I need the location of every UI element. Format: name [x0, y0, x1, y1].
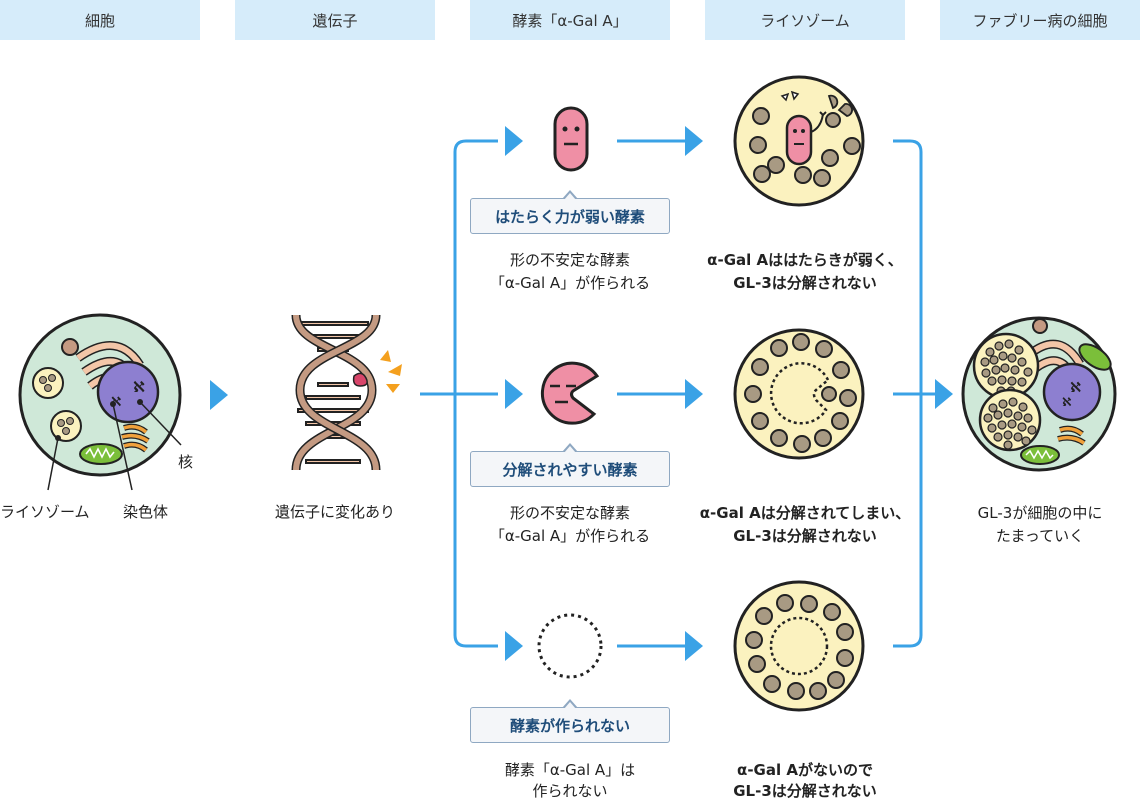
- enzyme-caption-row3-line1: 酵素「α-Gal A」は: [504, 761, 636, 779]
- dna-helix-icon: [291, 314, 402, 471]
- badge-no-enzyme: 酵素が作られない: [470, 699, 670, 743]
- enzyme-caption-row2-line2: 「α-Gal A」が作られる: [489, 527, 651, 545]
- lysosome-caption-row3-line1: α-Gal Aがないので: [737, 761, 873, 779]
- label-lysosome: ライソゾーム: [0, 503, 90, 521]
- enzyme-weak-icon: [553, 106, 589, 172]
- svg-text:ℵ: ℵ: [1062, 395, 1072, 409]
- label-nucleus: 核: [178, 453, 194, 471]
- svg-text:ℵ: ℵ: [111, 395, 121, 410]
- result-caption-line1: GL-3が細胞の中に: [977, 504, 1103, 522]
- header-fabry-cell: ファブリー病の細胞: [940, 0, 1140, 40]
- result-caption-line2: たまっていく: [995, 527, 1085, 545]
- svg-text:ℵ: ℵ: [133, 378, 145, 396]
- normal-cell-icon: ℵ ℵ: [18, 313, 182, 491]
- enzyme-caption-row1-line1: 形の不安定な酵素: [509, 251, 630, 269]
- lysosome-absent-icon: [733, 580, 865, 712]
- gene-caption: 遺伝子に変化あり: [274, 503, 395, 521]
- branch-connectors: [420, 139, 498, 648]
- enzyme-unstable-icon: [540, 361, 600, 425]
- lysosome-caption-row2-line2: GL-3は分解されない: [733, 527, 877, 545]
- enzyme-caption-row1-line2: 「α-Gal A」が作られる: [489, 274, 651, 292]
- header-gene: 遺伝子: [235, 0, 435, 40]
- arrow-cell-to-gene: [210, 380, 228, 410]
- lysosome-caption-row3-line2: GL-3は分解されない: [733, 782, 877, 800]
- lysosome-caption-row2-line1: α-Gal Aは分解されてしまい、: [699, 504, 911, 522]
- svg-text:ℵ: ℵ: [1070, 380, 1081, 396]
- fabry-cell-icon: ℵ ℵ: [961, 316, 1117, 472]
- header-lysosome: ライソゾーム: [705, 0, 905, 40]
- lysosome-weak-icon: [733, 75, 865, 207]
- enzyme-absent-icon: [537, 613, 603, 679]
- header-cell: 細胞: [0, 0, 200, 40]
- enzyme-caption-row3-line2: 作られない: [532, 782, 608, 800]
- badge-unstable-enzyme: 分解されやすい酵素: [470, 443, 670, 487]
- lysosome-caption-row1-line2: GL-3は分解されない: [733, 274, 877, 292]
- lysosome-unstable-icon: [733, 328, 865, 460]
- label-chromosome: 染色体: [123, 503, 169, 521]
- header-enzyme: 酵素「α-Gal A」: [470, 0, 670, 40]
- badge-weak-enzyme: はたらく力が弱い酵素: [470, 190, 670, 234]
- enzyme-caption-row2-line1: 形の不安定な酵素: [509, 504, 630, 522]
- lysosome-caption-row1-line1: α-Gal Aははたらきが弱く、: [707, 251, 903, 269]
